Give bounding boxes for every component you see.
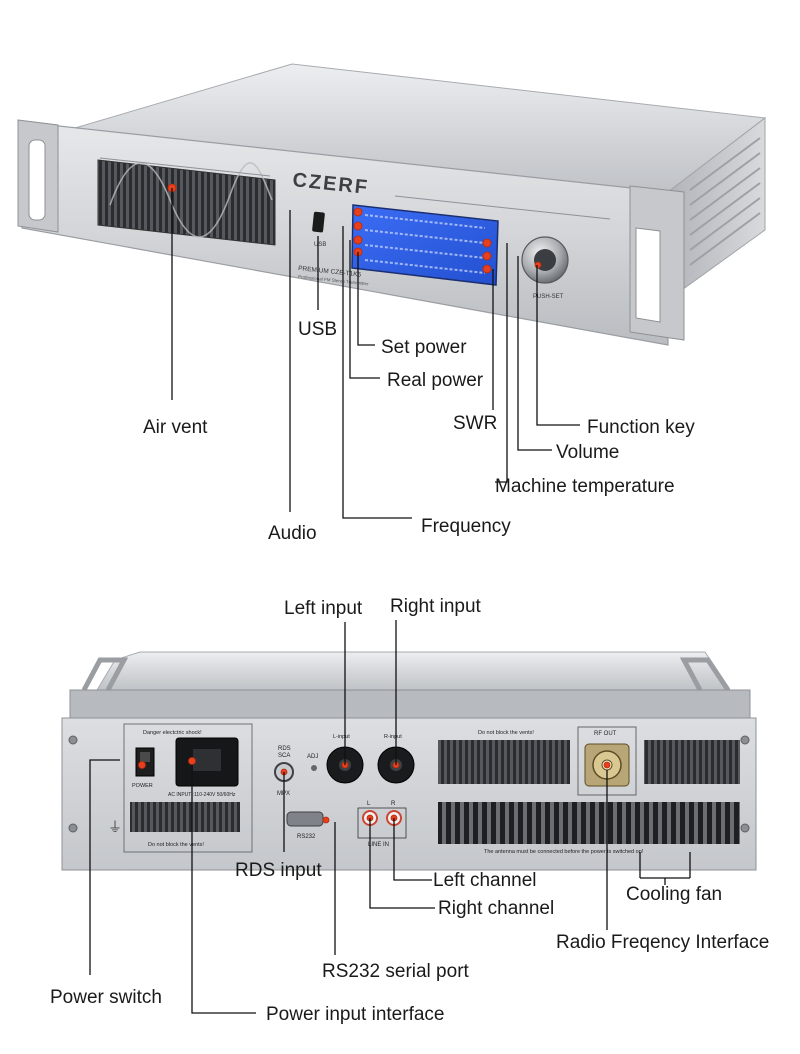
front-unit: CZERF USB PREMIUM CZE-T1K5 Professional … (17, 63, 767, 346)
ground-icon: ⏚ (108, 820, 122, 836)
label-rds-input: RDS input (235, 860, 322, 881)
rear-unit: ⏚ Danger electctric shock! POWER AC INPU… (61, 651, 757, 871)
front-leader-lines (171, 188, 580, 519)
rs232-connector[interactable] (286, 811, 324, 827)
label-power-switch: Power switch (50, 987, 162, 1008)
danger-warning: Danger electctric shock! (143, 730, 202, 736)
antenna-warning: The antenna must be connected before the… (484, 849, 644, 855)
rf-out-caption: RF OUT (594, 731, 617, 737)
rear-right-handle (679, 657, 731, 692)
line-in-box (357, 807, 407, 839)
label-set-power: Set power (381, 337, 467, 358)
lcd-text-lines (364, 214, 486, 274)
vent-sine-decoration (109, 162, 273, 238)
right-ear-slot (635, 227, 661, 323)
marker-frequency (353, 221, 363, 231)
label-audio: Audio (268, 523, 317, 544)
left-ear-slot (28, 139, 46, 221)
label-volume: Volume (556, 442, 619, 463)
power-inlet-socket (193, 749, 221, 771)
marker-rs232 (322, 816, 330, 824)
rds-sca-caption-1: RDS (278, 746, 291, 752)
label-usb: USB (298, 319, 337, 340)
label-right-input: Right input (390, 596, 482, 617)
vent-warning-left: Do not block the vents! (148, 842, 204, 848)
label-frequency: Frequency (421, 516, 511, 537)
marker-rf (603, 761, 611, 769)
line-l-caption: L (367, 801, 371, 807)
rear-top-cover (96, 651, 731, 691)
label-rf-interface: Radio Freqency Interface (556, 932, 769, 953)
power-caption: POWER (132, 783, 153, 789)
rear-leader-lines (89, 620, 691, 1014)
label-right-channel: Right channel (438, 898, 554, 919)
marker-power-switch (138, 761, 146, 769)
marker-power-inlet (188, 757, 196, 765)
rear-left-handle (81, 657, 129, 692)
rear-right-vent (644, 740, 740, 784)
usb-port[interactable] (312, 211, 325, 233)
label-real-power: Real power (387, 370, 484, 391)
rear-left-vent (130, 802, 240, 832)
label-machine-temperature: Machine temperature (495, 476, 675, 497)
left-xlr-caption: L-input (333, 734, 350, 740)
marker-swr (482, 264, 492, 274)
marker-volume (482, 251, 492, 261)
rear-labels: Left input Right input RDS input Left ch… (50, 596, 769, 1025)
marker-real-power (353, 235, 363, 245)
marker-temperature (482, 238, 492, 248)
rds-sca-caption-2: SCA (278, 753, 290, 759)
line-in-caption: LINE IN (368, 842, 389, 848)
label-left-input: Left input (284, 598, 363, 619)
usb-port-caption: USB (314, 242, 326, 248)
right-xlr-caption: R-input (384, 734, 402, 740)
front-air-vent (97, 159, 276, 246)
label-power-input: Power input interface (266, 1004, 445, 1025)
adj-trimmer[interactable] (311, 765, 317, 771)
cooling-fan-fins (438, 802, 740, 844)
rear-screws (68, 735, 750, 833)
label-function-key: Function key (587, 417, 695, 438)
rs232-caption: RS232 (297, 834, 316, 840)
adj-caption: ADJ (307, 754, 318, 760)
label-left-channel: Left channel (433, 870, 537, 891)
label-rs232: RS232 serial port (322, 961, 470, 982)
front-labels: USB Set power Real power Air vent SWR Fu… (143, 319, 695, 544)
power-subpanel (123, 723, 253, 853)
knob-caption: PUSH-SET (533, 294, 564, 300)
label-air-vent: Air vent (143, 417, 208, 438)
vent-warning-top: Do not block the vents! (478, 730, 534, 736)
label-swr: SWR (453, 413, 497, 434)
marker-knob (534, 261, 542, 269)
rear-upper-vent (438, 740, 570, 784)
line-r-caption: R (391, 801, 396, 807)
power-switch-rocker (140, 752, 150, 762)
label-cooling-fan: Cooling fan (626, 884, 722, 905)
side-fins (689, 137, 761, 266)
marker-audio (353, 207, 363, 217)
ac-input-caption: AC INPUT :110-240V 50/60Hz (168, 792, 236, 798)
rear-panel-top-edge (69, 689, 751, 719)
